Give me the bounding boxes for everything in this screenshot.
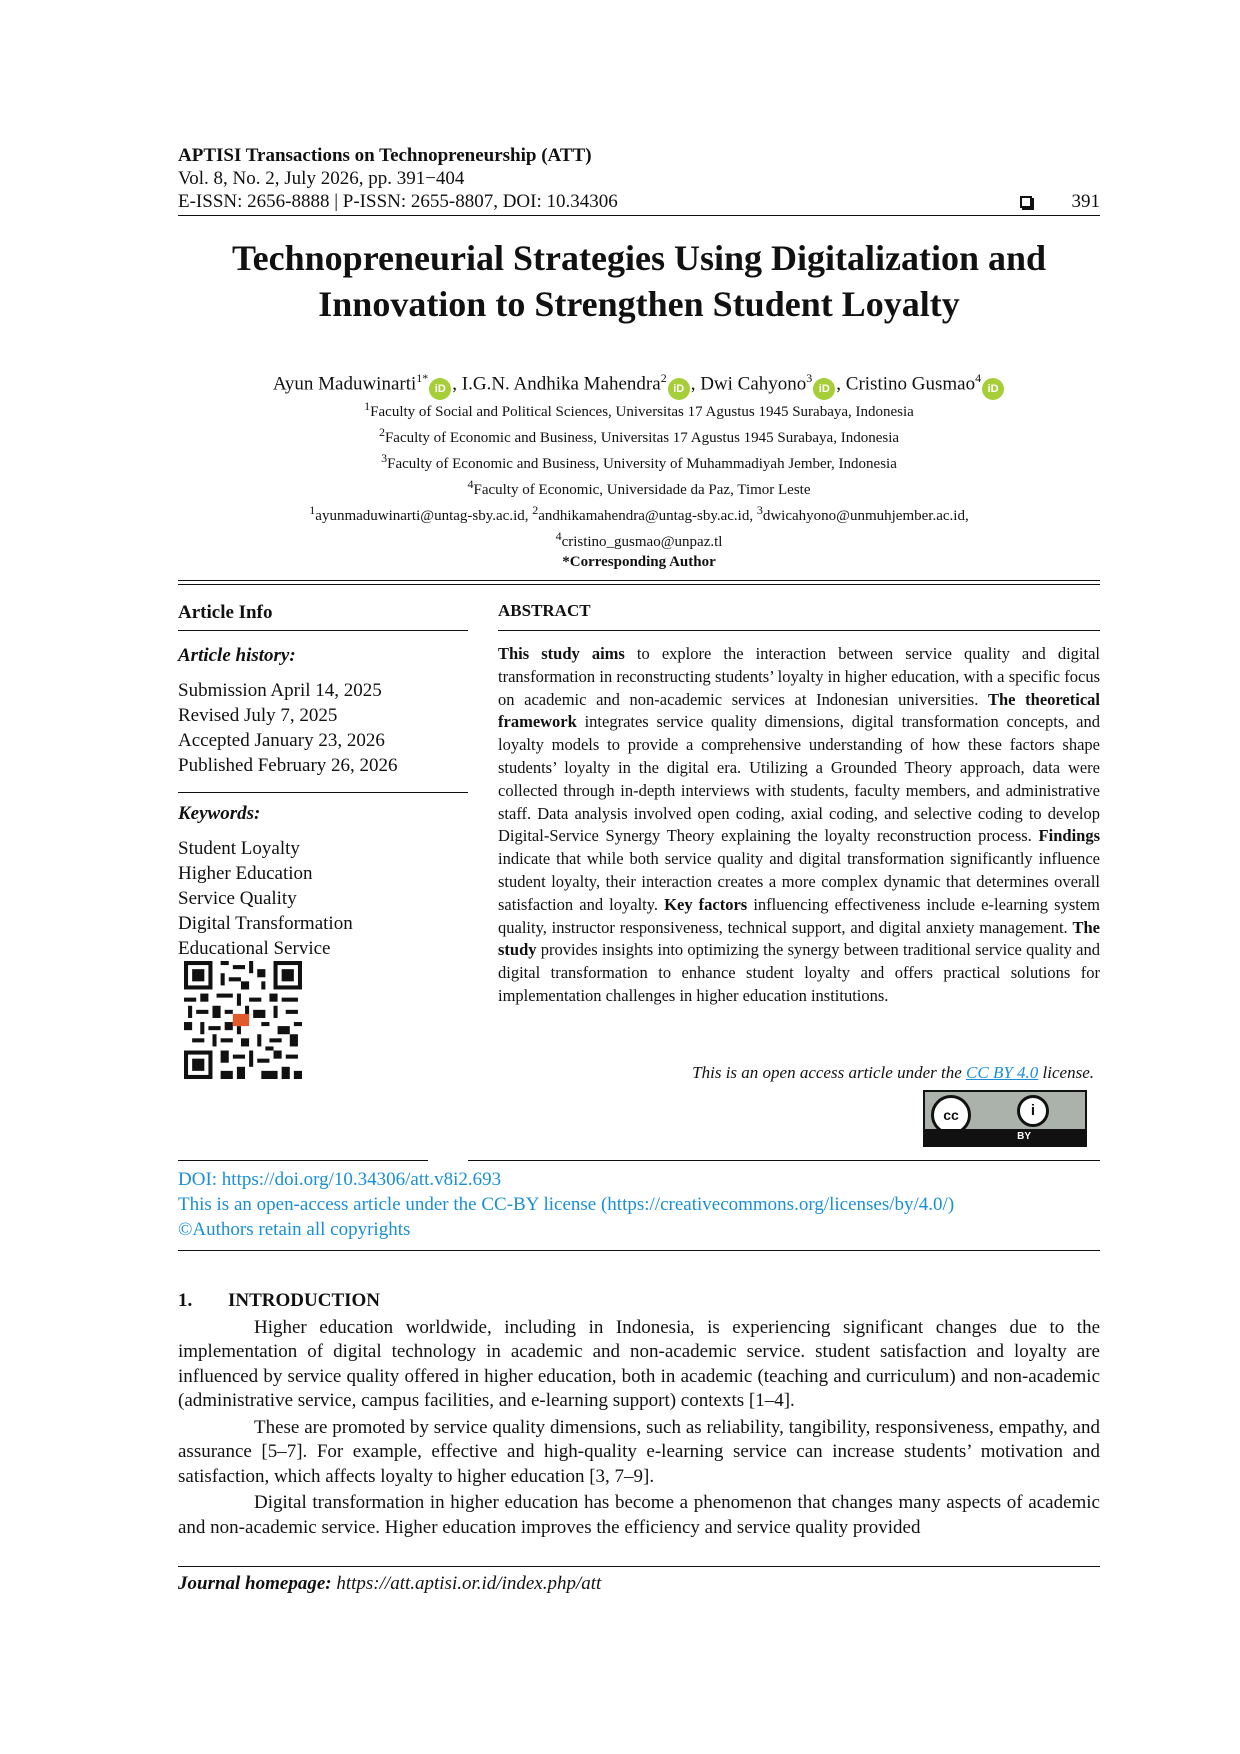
email-link[interactable]: andhikamahendra@untag-sby.ac.id, — [538, 508, 754, 524]
article-history-label: Article history: — [178, 645, 296, 666]
author-emails: 4cristino_gusmao@unpaz.tl — [555, 529, 723, 550]
journal-header: APTISI Transactions on Technopreneurship… — [178, 144, 1100, 213]
keyword: Higher Education — [178, 863, 313, 884]
open-access-note: This is an open access article under the… — [692, 1063, 1094, 1082]
license-link[interactable]: This is an open-access article under the… — [178, 1194, 955, 1215]
cc-icon: cc — [931, 1095, 971, 1135]
info-top-rule — [178, 580, 1100, 581]
section-heading: 1.INTRODUCTION — [178, 1290, 381, 1311]
footnote-rule-right — [468, 1160, 1100, 1161]
footer-rule — [178, 1566, 1100, 1567]
introduction-section: 1.INTRODUCTION Higher education worldwid… — [178, 1289, 1100, 1542]
author-name: Dwi Cahyono — [700, 373, 807, 395]
square-box-icon — [1019, 195, 1032, 208]
info-top-rule-2 — [178, 584, 1100, 585]
by-label: BY — [925, 1129, 1085, 1145]
journal-homepage-footer: Journal homepage: https://att.aptisi.or.… — [178, 1573, 602, 1594]
cc-by-link[interactable]: CC BY 4.0 — [966, 1063, 1039, 1082]
affiliations: 1Faculty of Social and Political Science… — [178, 396, 1100, 572]
body-paragraph: These are promoted by service quality di… — [178, 1416, 1100, 1487]
history-item: Revised July 7, 2025 — [178, 705, 338, 726]
doi-block: DOI: https://doi.org/10.34306/att.v8i2.6… — [178, 1167, 1100, 1242]
keyword: Student Loyalty — [178, 838, 300, 859]
orcid-icon[interactable]: iD — [667, 378, 690, 401]
article-info-heading: Article Info — [178, 602, 273, 623]
history-item: Submission April 14, 2025 — [178, 680, 382, 701]
journal-homepage-link[interactable]: https://att.aptisi.or.id/index.php/att — [331, 1573, 602, 1594]
keyword: Service Quality — [178, 888, 297, 909]
journal-name: APTISI Transactions on Technopreneurship… — [178, 145, 592, 166]
body-paragraph: Higher education worldwide, including in… — [178, 1316, 1100, 1412]
affiliation: 4Faculty of Economic, Universidade da Pa… — [467, 477, 811, 498]
author-name: I.G.N. Andhika Mahendra — [461, 373, 661, 395]
journal-issn: E-ISSN: 2656-8888 | P-ISSN: 2655-8807, D… — [178, 191, 618, 212]
orcid-icon[interactable]: iD — [813, 378, 836, 401]
keyword: Educational Service — [178, 938, 331, 959]
footnote-rule-left — [178, 1160, 428, 1161]
keywords-label: Keywords: — [178, 803, 261, 824]
article-info-panel: Article Info Article history: Submission… — [178, 600, 468, 961]
email-link[interactable]: dwicahyono@unmuhjember.ac.id, — [762, 508, 969, 524]
abstract-heading: ABSTRACT — [498, 601, 591, 620]
author-emails: 1ayunmaduwinarti@untag-sby.ac.id, 2andhi… — [309, 503, 969, 524]
keyword: Digital Transformation — [178, 913, 353, 934]
qr-code[interactable] — [184, 961, 302, 1079]
author-list: Ayun Maduwinarti1*iD, I.G.N. Andhika Mah… — [178, 366, 1100, 401]
header-rule — [178, 215, 1100, 216]
affiliation: 1Faculty of Social and Political Science… — [364, 399, 914, 420]
abstract-panel: ABSTRACT This study aims to explore the … — [498, 600, 1100, 1008]
body-paragraph: Digital transformation in higher educati… — [178, 1492, 1100, 1538]
journal-volume: Vol. 8, No. 2, July 2026, pp. 391−404 — [178, 168, 465, 189]
page-number: 391 — [1071, 191, 1101, 212]
doi-link[interactable]: DOI: https://doi.org/10.34306/att.v8i2.6… — [178, 1169, 502, 1190]
history-item: Accepted January 23, 2026 — [178, 730, 385, 751]
cc-by-badge[interactable]: cc i BY — [923, 1090, 1087, 1147]
doi-bottom-rule — [178, 1250, 1100, 1251]
history-item: Published February 26, 2026 — [178, 755, 398, 776]
paper-title: Technopreneurial Strategies Using Digita… — [231, 238, 1047, 324]
attribution-person-icon: i — [1017, 1095, 1049, 1127]
affiliation: 2Faculty of Economic and Business, Unive… — [378, 425, 900, 446]
corresponding-author-note: *Corresponding Author — [562, 554, 716, 570]
email-link[interactable]: cristino_gusmao@unpaz.tl — [561, 534, 723, 550]
author-name: Cristino Gusmao — [845, 373, 976, 395]
author-name: Ayun Maduwinarti — [272, 373, 417, 395]
orcid-icon[interactable]: iD — [429, 378, 452, 401]
email-link[interactable]: ayunmaduwinarti@untag-sby.ac.id, — [315, 508, 529, 524]
abstract-text: This study aims to explore the interacti… — [498, 644, 1100, 1005]
orcid-icon[interactable]: iD — [982, 378, 1005, 401]
affiliation: 3Faculty of Economic and Business, Unive… — [381, 451, 897, 472]
copyright-note: ©Authors retain all copyrights — [178, 1219, 411, 1240]
